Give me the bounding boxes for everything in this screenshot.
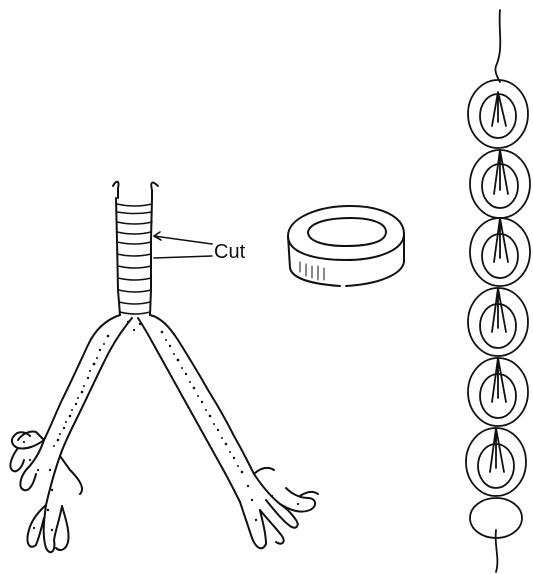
cut-annotation (154, 232, 212, 258)
chain-links (466, 80, 530, 538)
cut-pointer-line-lower (154, 256, 212, 258)
trachea-right-wall (150, 198, 152, 315)
ring-chain (466, 10, 530, 572)
tracheal-ring-cross-section (288, 206, 404, 286)
bronchi-stipple (23, 321, 299, 531)
right-branch-lower (240, 502, 266, 548)
cut-pointer-line-upper (154, 236, 212, 244)
ring-side-left (288, 236, 340, 286)
right-bronchus-outer (150, 315, 254, 474)
trachea-rings (117, 204, 152, 314)
ring-side-texture (300, 262, 324, 280)
left-bronchus-inner (60, 318, 132, 494)
right-bronchus-inner (138, 318, 240, 502)
trachea-top-curl-left (113, 182, 119, 198)
left-bronchus-outer (18, 315, 120, 440)
trachea-top-curl-right (151, 183, 158, 198)
chain-top-thread (495, 10, 500, 82)
cut-label: Cut (214, 241, 246, 263)
ring-top-inner (308, 218, 386, 246)
chain-bottom-thread (496, 530, 498, 572)
left-branch-lower (44, 456, 62, 552)
trachea-left-wall (116, 198, 120, 315)
